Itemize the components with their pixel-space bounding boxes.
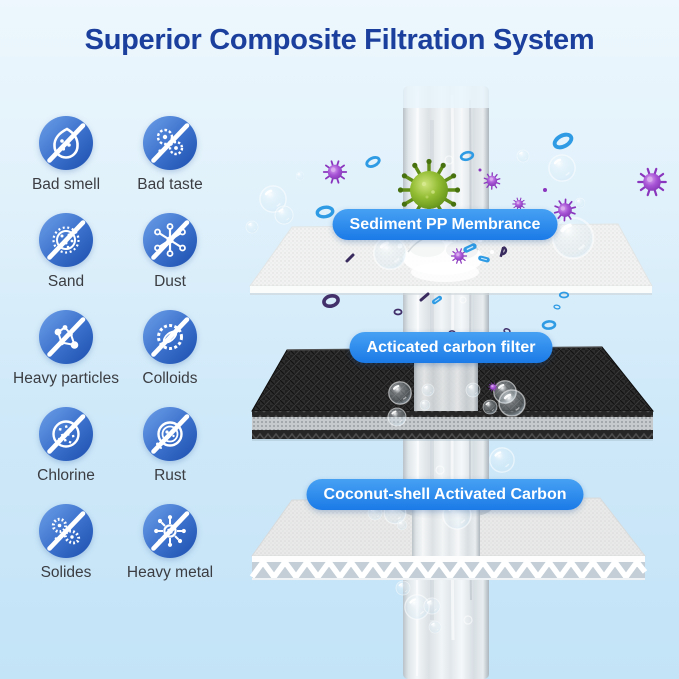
contaminant-item: Colloids — [118, 309, 222, 406]
contaminant-item: Bad smell — [14, 115, 118, 212]
bad-taste-icon — [142, 115, 198, 171]
contaminant-label: Bad taste — [137, 176, 203, 193]
contaminant-label: Bad smell — [31, 176, 101, 193]
water-stream — [403, 86, 489, 679]
contaminant-item: Bad taste — [118, 115, 222, 212]
contaminant-item: Rust — [118, 406, 222, 503]
heavy-metal-icon — [142, 503, 198, 559]
heavy-particles-icon — [38, 309, 94, 365]
contaminant-label: Chlorine — [37, 467, 95, 484]
water-splash — [397, 235, 494, 282]
contaminant-label: Colloids — [142, 370, 198, 387]
bad-smell-icon — [38, 115, 94, 171]
debris-decorations — [314, 130, 576, 354]
contaminant-label: Heavy metal — [126, 564, 214, 581]
contaminant-item: Sand — [14, 212, 118, 309]
contaminant-item: Heavy particles — [13, 309, 119, 406]
contaminant-label: Solides — [40, 564, 92, 581]
page-title: Superior Composite Filtration System — [84, 24, 595, 56]
contaminant-grid: Bad smell Bad taste Sand Dust Heavy part… — [13, 115, 222, 600]
contaminant-label: Dust — [154, 273, 186, 290]
contaminant-item: Solides — [14, 503, 118, 600]
contaminant-label: Rust — [154, 467, 186, 484]
layer-label-sediment: Sediment PP Membrance — [332, 209, 558, 240]
layer-label-coconut: Coconut-shell Activated Carbon — [306, 479, 584, 510]
layer-label-carbon: Acticated carbon filter — [349, 332, 553, 363]
contaminant-item: Chlorine — [14, 406, 118, 503]
contaminant-item: Heavy metal — [118, 503, 222, 600]
dust-icon — [142, 212, 198, 268]
colloids-icon — [142, 309, 198, 365]
contaminant-label: Sand — [47, 273, 85, 290]
chlorine-icon — [38, 406, 94, 462]
solides-icon — [38, 503, 94, 559]
rust-icon — [142, 406, 198, 462]
contaminant-label: Heavy particles — [13, 370, 119, 387]
contaminant-item: Dust — [118, 212, 222, 309]
sand-icon — [38, 212, 94, 268]
